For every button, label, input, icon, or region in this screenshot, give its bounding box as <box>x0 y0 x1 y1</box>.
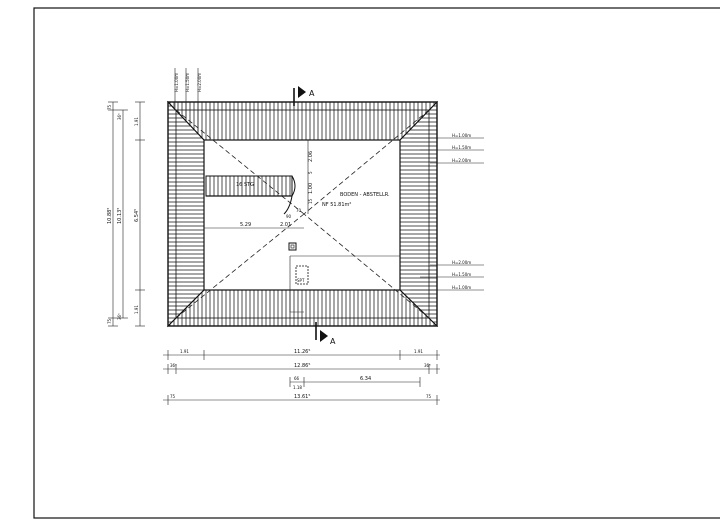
bottom-dim-r1-mid: 11.26⁵ <box>294 349 310 355</box>
outer-roof-outline <box>167 101 438 327</box>
room-name: BODEN - ABSTELLR. <box>340 192 390 198</box>
roof-band-bottom <box>166 289 439 327</box>
staircase: 16 STG <box>205 175 296 215</box>
right-height-6: H=1.00m <box>452 285 471 290</box>
right-height-1: H=1.00m <box>452 133 471 138</box>
spt-opening <box>295 265 309 285</box>
room-area: NF 51.81m² <box>322 202 351 208</box>
left-dim-c2-mid: 10.13⁵ <box>117 208 123 224</box>
left-dim-c1-mid: 10.88⁵ <box>107 208 113 224</box>
dim-90: 90 <box>286 214 292 219</box>
bottom-dim-r1-right: 1.91 <box>414 349 423 354</box>
bottom-dim-r3-634: 6.34 <box>360 376 371 382</box>
section-marker-bottom: A <box>315 322 336 346</box>
right-height-4: H=2.00m <box>452 260 471 265</box>
roof-band-top <box>166 101 439 141</box>
svg-text:A: A <box>330 337 336 346</box>
left-dimension-chains <box>108 101 145 327</box>
dim-15: 15 <box>308 198 313 204</box>
left-dim-c3-mid: 6.54⁵ <box>134 209 140 222</box>
left-dim-c1-top: 75 <box>107 104 112 110</box>
roof-band-left <box>167 100 205 328</box>
dim-70: 70 <box>296 208 302 213</box>
dim-5: 5 <box>308 171 313 174</box>
bottom-dim-r3-66: 66 <box>294 376 300 381</box>
right-height-5: H=1.50m <box>452 272 471 277</box>
bottom-dim-r4-mid: 13.61⁵ <box>294 394 310 400</box>
bottom-dim-r2-right: 36⁵ <box>424 363 431 368</box>
left-dim-c2-bot: 36⁵ <box>117 313 122 320</box>
bottom-dim-r2-mid: 12.86⁵ <box>294 363 310 369</box>
dim-5-29: 5.29 <box>240 222 251 228</box>
left-dim-c1-bot: 75 <box>107 318 112 324</box>
chimney-symbol <box>288 242 297 251</box>
dim-1-00: 1.00 <box>308 183 314 194</box>
bottom-dim-r4-left: 75 <box>170 394 176 399</box>
left-dim-c3-top: 1.91 <box>134 117 139 126</box>
roof-band-right <box>399 100 438 328</box>
dim-2-01: 2.01 <box>280 222 291 228</box>
right-height-3: H=2.00m <box>452 158 471 163</box>
stair-label: 16 STG <box>236 182 254 188</box>
left-dim-c3-bot: 1.91 <box>134 305 139 314</box>
bottom-dim-r4-right: 75 <box>426 394 432 399</box>
section-marker-top: A <box>293 86 315 106</box>
hip-lines <box>175 109 430 319</box>
inner-wall-outline <box>175 109 430 319</box>
svg-text:A: A <box>309 89 315 98</box>
top-height-3: H=2.00m <box>197 73 202 92</box>
right-height-2: H=1.50m <box>452 145 471 150</box>
bottom-dim-r3-118: 1.18 <box>293 385 302 390</box>
left-dim-c2-top: 36⁵ <box>117 113 122 120</box>
dim-2-06: 2.06 <box>308 151 314 162</box>
bottom-dimension-chains <box>163 350 440 405</box>
bottom-dim-r1-left: 1.91 <box>180 349 189 354</box>
spt-label: SPT <box>297 278 305 283</box>
top-height-1: H=1.00m <box>174 73 179 92</box>
top-height-marks <box>174 68 199 132</box>
floor-outline <box>203 139 401 291</box>
drawing-frame <box>33 7 720 519</box>
bottom-dim-r2-left: 36⁵ <box>170 363 177 368</box>
top-height-2: H=1.50m <box>185 73 190 92</box>
